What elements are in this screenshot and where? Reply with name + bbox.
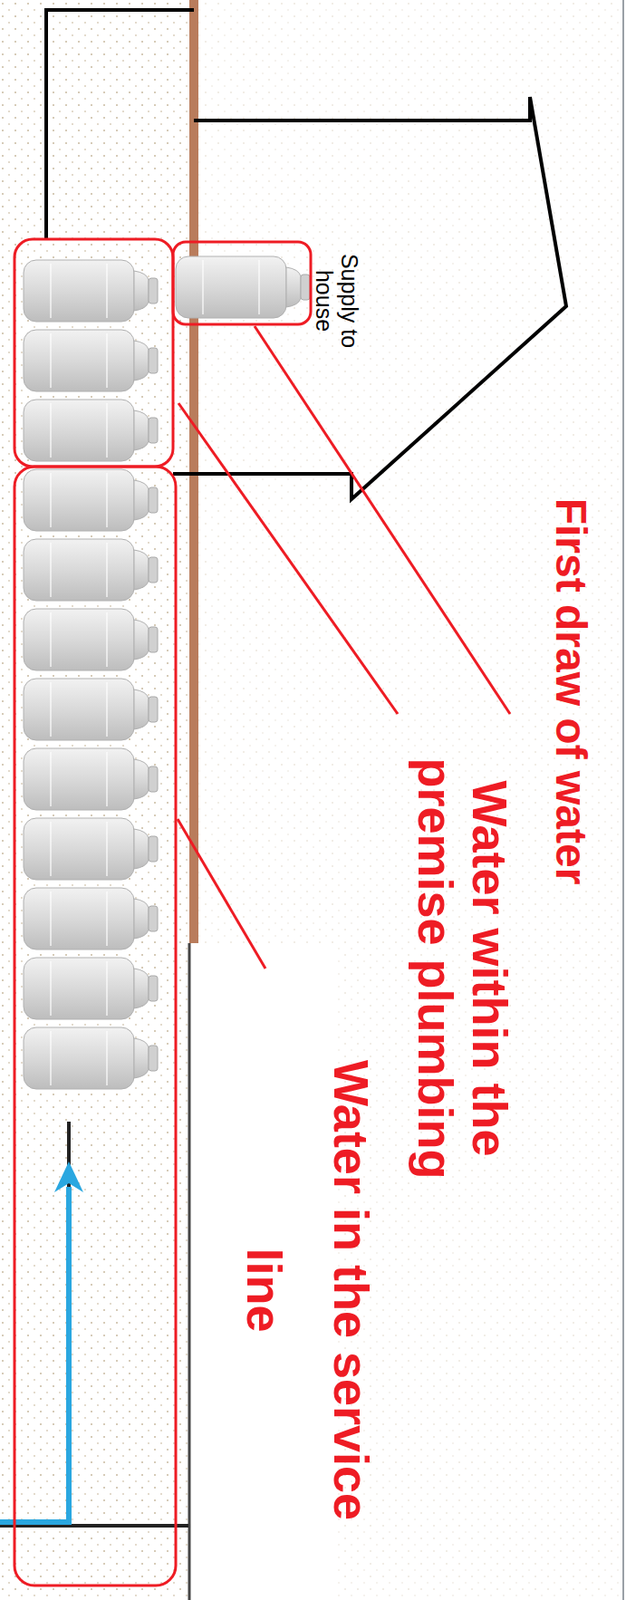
- service-pipe: [0, 1121, 189, 1526]
- soil-texture: [0, 0, 189, 1600]
- leader-line: [254, 326, 511, 714]
- flow-line: [0, 1186, 69, 1522]
- flow-arrowhead: [54, 1161, 84, 1193]
- leader-line: [178, 403, 398, 714]
- callout-label: First draw of water: [543, 401, 598, 982]
- callout-label: Water in the service line: [221, 1027, 395, 1553]
- first-draw-box: [173, 241, 311, 325]
- frame-edge: [622, 0, 625, 1600]
- ground-texture: [198, 0, 625, 1600]
- house-label: Supply to house: [311, 241, 363, 360]
- callout-label: Water within the premise plumbing: [408, 714, 518, 1223]
- bottle-group: [23, 256, 310, 1089]
- premise-plumbing-box: [14, 239, 174, 467]
- ground-line: [188, 943, 192, 1600]
- ground-line: [189, 0, 199, 944]
- service-line-box: [14, 466, 176, 1586]
- leader-line: [177, 818, 266, 969]
